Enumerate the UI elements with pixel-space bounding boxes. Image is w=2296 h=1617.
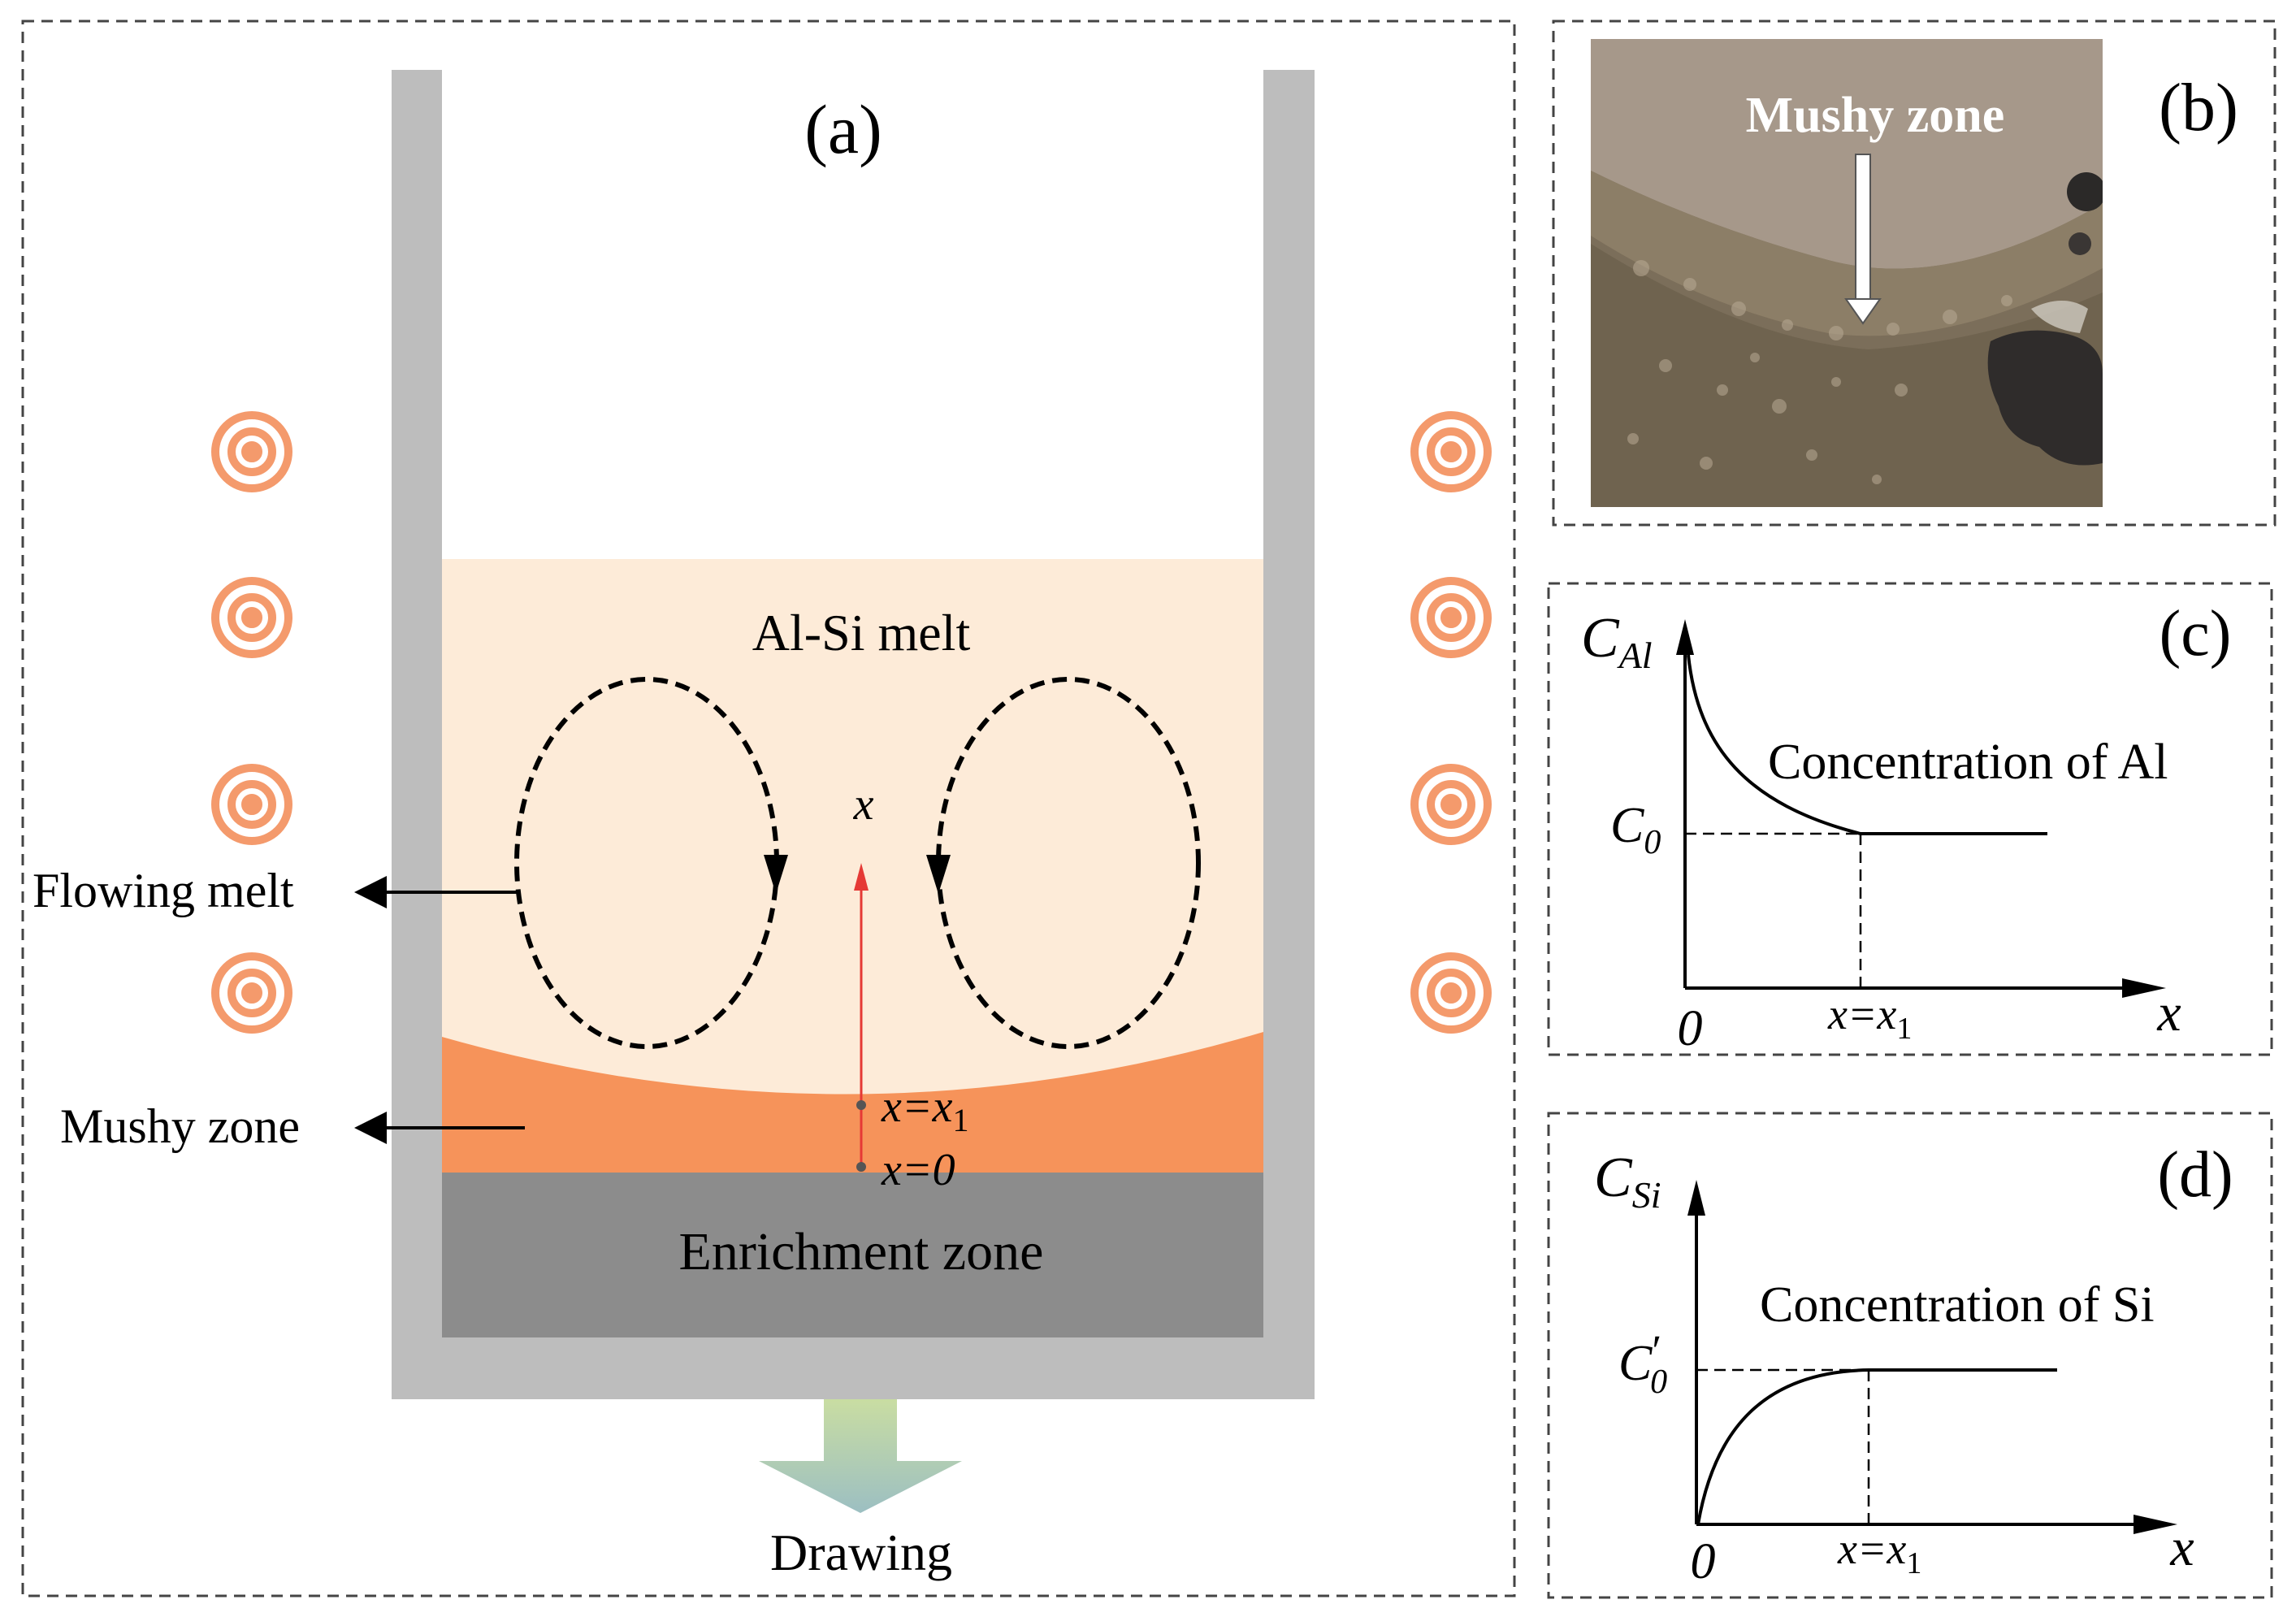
flow-loop-right-arrowhead <box>926 855 951 894</box>
crucible-right-wall <box>1263 70 1315 1399</box>
panel-d-label: (d) <box>2157 1139 2233 1211</box>
microstructure-photo-icon <box>1591 39 2103 507</box>
coil-right-1 <box>1410 411 1492 492</box>
x-axis-label: x <box>853 779 874 830</box>
c-x1-label: x=x1 <box>1827 990 1912 1046</box>
enrichment-zone-label: Enrichment zone <box>679 1222 1044 1281</box>
x1-label: x=x1 <box>881 1082 969 1138</box>
d-c0-label: C′0 <box>1618 1326 1667 1401</box>
photo-arrow-shaft <box>1855 154 1871 301</box>
c-y-axis-label-main: C <box>1581 607 1620 670</box>
d-x1-label: x=x1 <box>1837 1524 1921 1580</box>
induction-coil-icon <box>211 411 1492 1034</box>
d-x-axis-label: x <box>2169 1518 2194 1577</box>
d-y-axis-label-main: C <box>1594 1147 1633 1209</box>
coil-right-4 <box>1410 952 1492 1034</box>
photo-arrow-head <box>1844 298 1882 325</box>
c-x1-label-sub: 1 <box>1896 1012 1912 1046</box>
d-x1-label-sub: 1 <box>1906 1546 1921 1580</box>
panel-a: (a) Al-Si melt x x=x1 x=0 Flowing melt M… <box>21 20 1516 1597</box>
d-x-axis-arrowhead <box>2134 1515 2177 1534</box>
c-c0-label-sub: 0 <box>1644 824 1661 861</box>
c-y-axis-arrowhead <box>1676 619 1694 655</box>
panel-c-border <box>1547 582 2273 1056</box>
x1-label-subscript: 1 <box>953 1102 969 1138</box>
panel-b: Mushy zone (b) <box>1552 20 2277 527</box>
coil-right-2 <box>1410 577 1492 658</box>
flow-loop-left-arrowhead <box>764 855 788 894</box>
crucible-left-wall <box>392 70 442 1399</box>
c-x1-label-main: x=x <box>1827 990 1896 1038</box>
mushy-zone-region <box>442 1032 1263 1173</box>
c-origin-label: 0 <box>1678 1001 1703 1056</box>
coil-left-1 <box>211 411 292 492</box>
panel-d-border <box>1547 1112 2273 1599</box>
c-c0-label-main: C <box>1610 798 1644 853</box>
panel-a-border <box>21 20 1516 1597</box>
x1-label-main: x=x <box>881 1082 953 1132</box>
coil-left-3 <box>211 764 292 845</box>
c-x-axis-arrowhead <box>2122 978 2166 998</box>
downward-arrow-icon <box>759 1399 962 1513</box>
panel-d: CSi (d) Concentration of Si C′0 0 x=x1 x <box>1547 1112 2273 1599</box>
coil-left-2 <box>211 577 292 658</box>
x1-marker <box>856 1100 866 1110</box>
d-si-concentration-curve <box>1696 1368 2057 1525</box>
mushy-zone-label: Mushy zone <box>60 1099 300 1153</box>
d-y-axis-label: CSi <box>1594 1147 1661 1216</box>
c-curve-label: Concentration of Al <box>1768 735 2168 790</box>
panel-c-label: (c) <box>2160 598 2232 670</box>
d-c0-label-main: C <box>1618 1336 1653 1391</box>
panel-a-label: (a) <box>804 90 882 168</box>
panel-c: CAl (c) Concentration of Al C0 0 x=x1 x <box>1547 582 2273 1056</box>
c-y-axis-label-sub: Al <box>1617 635 1653 676</box>
c-y-axis-label: CAl <box>1581 607 1653 676</box>
c-x-axis-label: x <box>2156 983 2181 1043</box>
d-c0-label-sub: 0 <box>1650 1363 1667 1401</box>
x-axis-arrow-head <box>854 863 869 891</box>
crucible-bottom <box>392 1337 1315 1399</box>
d-c0-label-prime: ′ <box>1652 1326 1661 1375</box>
panel-b-border <box>1552 20 2277 527</box>
coil-right-3 <box>1410 764 1492 845</box>
d-y-axis-label-sub: Si <box>1632 1174 1661 1216</box>
al-si-melt-label: Al-Si melt <box>752 604 971 661</box>
c-al-concentration-curve <box>1687 654 2047 835</box>
flowing-melt-label: Flowing melt <box>32 864 294 917</box>
d-y-axis-arrowhead <box>1687 1180 1705 1216</box>
flow-loop-right <box>936 677 1201 1049</box>
coil-left-4 <box>211 952 292 1034</box>
d-x1-label-main: x=x <box>1837 1524 1906 1573</box>
panel-b-label: (b) <box>2159 70 2238 145</box>
photo-mushy-zone-label: Mushy zone <box>1746 88 2005 143</box>
d-origin-label: 0 <box>1691 1534 1716 1589</box>
enrichment-zone-region <box>442 1173 1263 1337</box>
x0-marker <box>856 1162 866 1172</box>
x0-label: x=0 <box>881 1145 955 1195</box>
c-c0-label: C0 <box>1610 798 1661 861</box>
d-curve-label: Concentration of Si <box>1760 1277 2155 1333</box>
drawing-label: Drawing <box>770 1524 952 1581</box>
